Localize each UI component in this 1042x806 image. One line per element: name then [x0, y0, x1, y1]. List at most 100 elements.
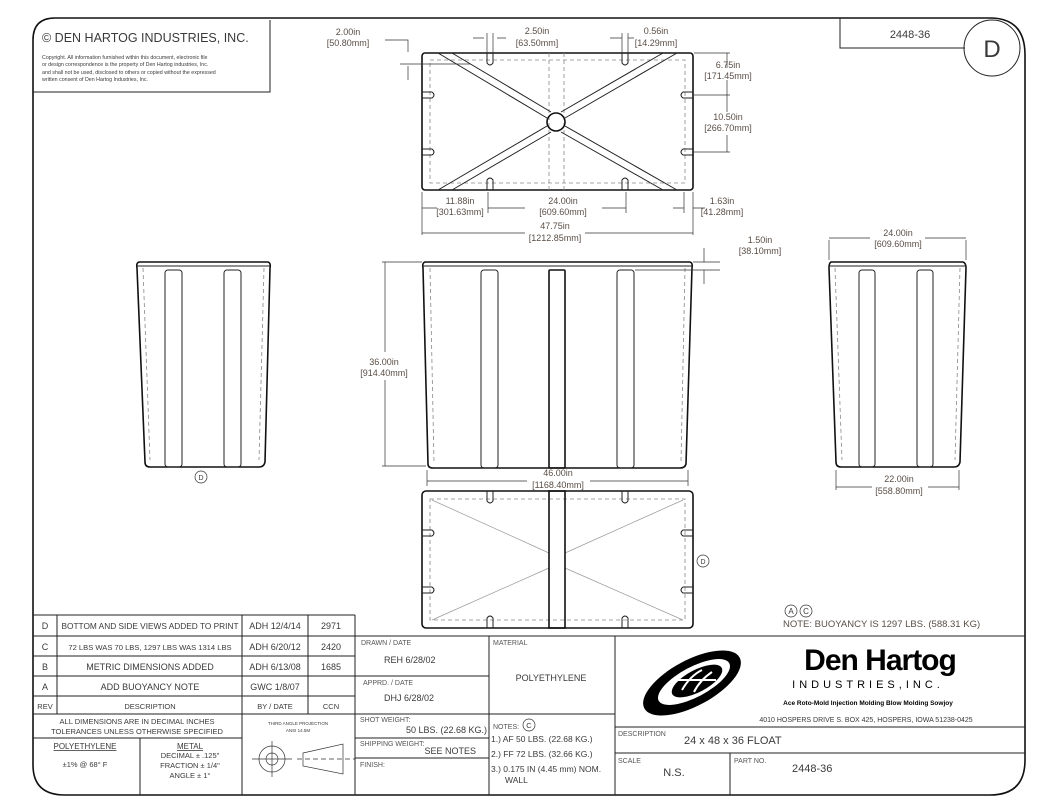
company-address: 4010 HOSPERS DRIVE S. BOX 425, HOSPERS, … — [759, 717, 972, 724]
finish-label: FINISH: — [360, 762, 385, 769]
shipping-weight-value: SEE NOTES — [424, 746, 476, 756]
callout-a: A — [788, 607, 794, 616]
dim-2-00-mm: [50.80mm] — [327, 38, 370, 48]
top-view: 2.00in [50.80mm] 2.50in [63.50mm] 0.56in… — [327, 26, 752, 243]
dim-6-75-mm: [171.45mm] — [704, 71, 752, 81]
desc-header: DESCRIPTION — [124, 702, 175, 711]
left-side-view: D — [135, 261, 272, 484]
revision-circle — [963, 19, 1021, 77]
dim-24-00-mm: [609.60mm] — [539, 207, 587, 217]
logo-services: Ace Roto-Mold Injection Molding Blow Mol… — [783, 700, 953, 707]
shipping-weight-label: SHIPPING WEIGHT: — [360, 741, 425, 748]
dim-2-50-in: 2.50in — [525, 26, 550, 36]
rev-by-cell: GWC 1/8/07 — [250, 682, 300, 692]
buoyancy-note: A C NOTE: BUOYANCY IS 1297 LBS. (588.31 … — [783, 604, 980, 630]
dim-36-00-in: 36.00in — [369, 357, 399, 367]
dim-47-75-in: 47.75in — [540, 221, 570, 231]
copyright-block: © DEN HARTOG INDUSTRIES, INC. Copyright.… — [33, 20, 271, 93]
dim-46-00-in: 46.00in — [543, 468, 573, 478]
buoyancy-note-text: NOTE: BUOYANCY IS 1297 LBS. (588.31 KG) — [783, 619, 980, 630]
dim-2-00-in: 2.00in — [336, 27, 361, 37]
metal-angle: ANGLE ± 1° — [170, 771, 211, 780]
copyright-line: or design correspondence is the property… — [42, 62, 208, 68]
tolerance-line: ALL DIMENSIONS ARE IN DECIMAL INCHES — [60, 717, 215, 726]
rev-by-cell: ADH 12/4/14 — [249, 621, 301, 631]
dim-22-00-mm: [558.80mm] — [875, 486, 923, 496]
dim-10-50-mm: [266.70mm] — [704, 123, 752, 133]
tolerances-block: ALL DIMENSIONS ARE IN DECIMAL INCHES TOL… — [51, 717, 355, 780]
notes-label: NOTES: — [493, 724, 519, 731]
front-view: 36.00in [914.40mm] 46.00in [1168.40mm] 1… — [360, 235, 781, 490]
rev-by-cell: ADH 6/13/08 — [249, 662, 301, 672]
rev-desc-cell: 72 LBS WAS 70 LBS, 1297 LBS WAS 1314 LBS — [68, 643, 231, 652]
dim-1-63-mm: [41.28mm] — [701, 207, 744, 217]
dim-36-00-mm: [914.40mm] — [360, 368, 408, 378]
note-item: 1.) AF 50 LBS. (22.68 KG.) — [491, 734, 593, 744]
approved-value: DHJ 6/28/02 — [384, 693, 434, 703]
top-part-number: 2448-36 — [890, 29, 930, 41]
dim-24-00-side-in: 24.00in — [883, 228, 913, 238]
dim-6-75-in: 6.75in — [716, 60, 741, 70]
company-name: © DEN HARTOG INDUSTRIES, INC. — [42, 31, 249, 45]
rev-ccn-cell: 2420 — [321, 642, 341, 652]
poly-title: POLYETHYLENE — [54, 742, 117, 751]
projection-standard: ANSI 14.5M — [286, 728, 311, 733]
company-logo: Den Hartog INDUSTRIES,INC. Ace Roto-Mold… — [643, 644, 973, 724]
callout-d: D — [700, 559, 705, 566]
rev-cell: C — [42, 642, 49, 652]
drawing-border — [32, 17, 1026, 796]
by-date-header: BY / DATE — [257, 702, 293, 711]
projection-label: THIRD ANGLE PROJECTION — [268, 721, 328, 726]
shot-weight-value: 50 LBS. (22.68 KG.) — [406, 725, 487, 735]
material-label: MATERIAL — [493, 640, 528, 647]
scale-label: SCALE — [618, 758, 641, 765]
scale-value: N.S. — [663, 767, 684, 779]
metal-title: METAL — [177, 742, 204, 751]
dim-22-00-in: 22.00in — [884, 474, 914, 484]
rev-cell: B — [42, 662, 48, 672]
dim-1-50-mm: [38.10mm] — [739, 246, 782, 256]
title-block: DRAWN / DATE REH 6/28/02 APPRD. / DATE D… — [355, 636, 1025, 795]
drawn-value: REH 6/28/02 — [384, 655, 436, 665]
dim-47-75-mm: [1212.85mm] — [529, 233, 582, 243]
copyright-line: and shall not be used, disclosed to othe… — [42, 70, 216, 76]
drawn-label: DRAWN / DATE — [361, 640, 411, 647]
description-label: DESCRIPTION — [618, 731, 666, 738]
rev-by-cell: ADH 6/20/12 — [249, 642, 301, 652]
rev-ccn-cell: 2971 — [321, 621, 341, 631]
logo-emblem-icon — [643, 650, 741, 716]
dim-11-88-mm: [301.63mm] — [436, 207, 484, 217]
bottom-view: D — [421, 490, 710, 629]
rev-header: REV — [37, 702, 52, 711]
right-side-view: 24.00in [609.60mm] 22.00in [558.80mm] — [828, 228, 967, 496]
ccn-header: CCN — [323, 702, 339, 711]
part-number-label: PART NO. — [734, 758, 766, 765]
approved-label: APPRD. / DATE — [363, 680, 413, 687]
dim-0-56-mm: [14.29mm] — [635, 38, 678, 48]
dim-46-00-mm: [1168.40mm] — [532, 480, 584, 490]
dim-24-00-in: 24.00in — [548, 196, 578, 206]
logo-subtitle: INDUSTRIES,INC. — [792, 679, 944, 691]
tolerance-line: TOLERANCES UNLESS OTHERWISE SPECIFIED — [51, 727, 223, 736]
note-item: 3.) 0.175 IN (4.45 mm) NOM. — [491, 764, 601, 774]
note-item: 2.) FF 72 LBS. (32.66 KG.) — [491, 749, 593, 759]
rev-cell: A — [42, 682, 48, 692]
third-angle-projection-icon — [252, 741, 355, 777]
description-value: 24 x 48 x 36 FLOAT — [684, 735, 782, 747]
center-hole — [546, 112, 566, 132]
callout-c: C — [526, 721, 532, 730]
rev-desc-cell: BOTTOM AND SIDE VIEWS ADDED TO PRINT — [61, 621, 238, 631]
revision-letter: D — [983, 36, 1000, 63]
note-item: WALL — [505, 775, 528, 785]
metal-fraction: FRACTION ± 1/4" — [160, 761, 220, 770]
rev-cell: D — [42, 621, 49, 631]
rev-ccn-cell: 1685 — [321, 662, 341, 672]
dim-1-50-in: 1.50in — [748, 235, 773, 245]
dim-11-88-in: 11.88in — [446, 196, 475, 206]
poly-value: ±1% @ 68° F — [63, 760, 108, 769]
copyright-line: Copyright. All information furnished wit… — [42, 55, 208, 61]
callout-d: D — [198, 475, 203, 482]
dim-1-63-in: 1.63in — [710, 196, 735, 206]
callout-d-circle — [194, 470, 208, 484]
